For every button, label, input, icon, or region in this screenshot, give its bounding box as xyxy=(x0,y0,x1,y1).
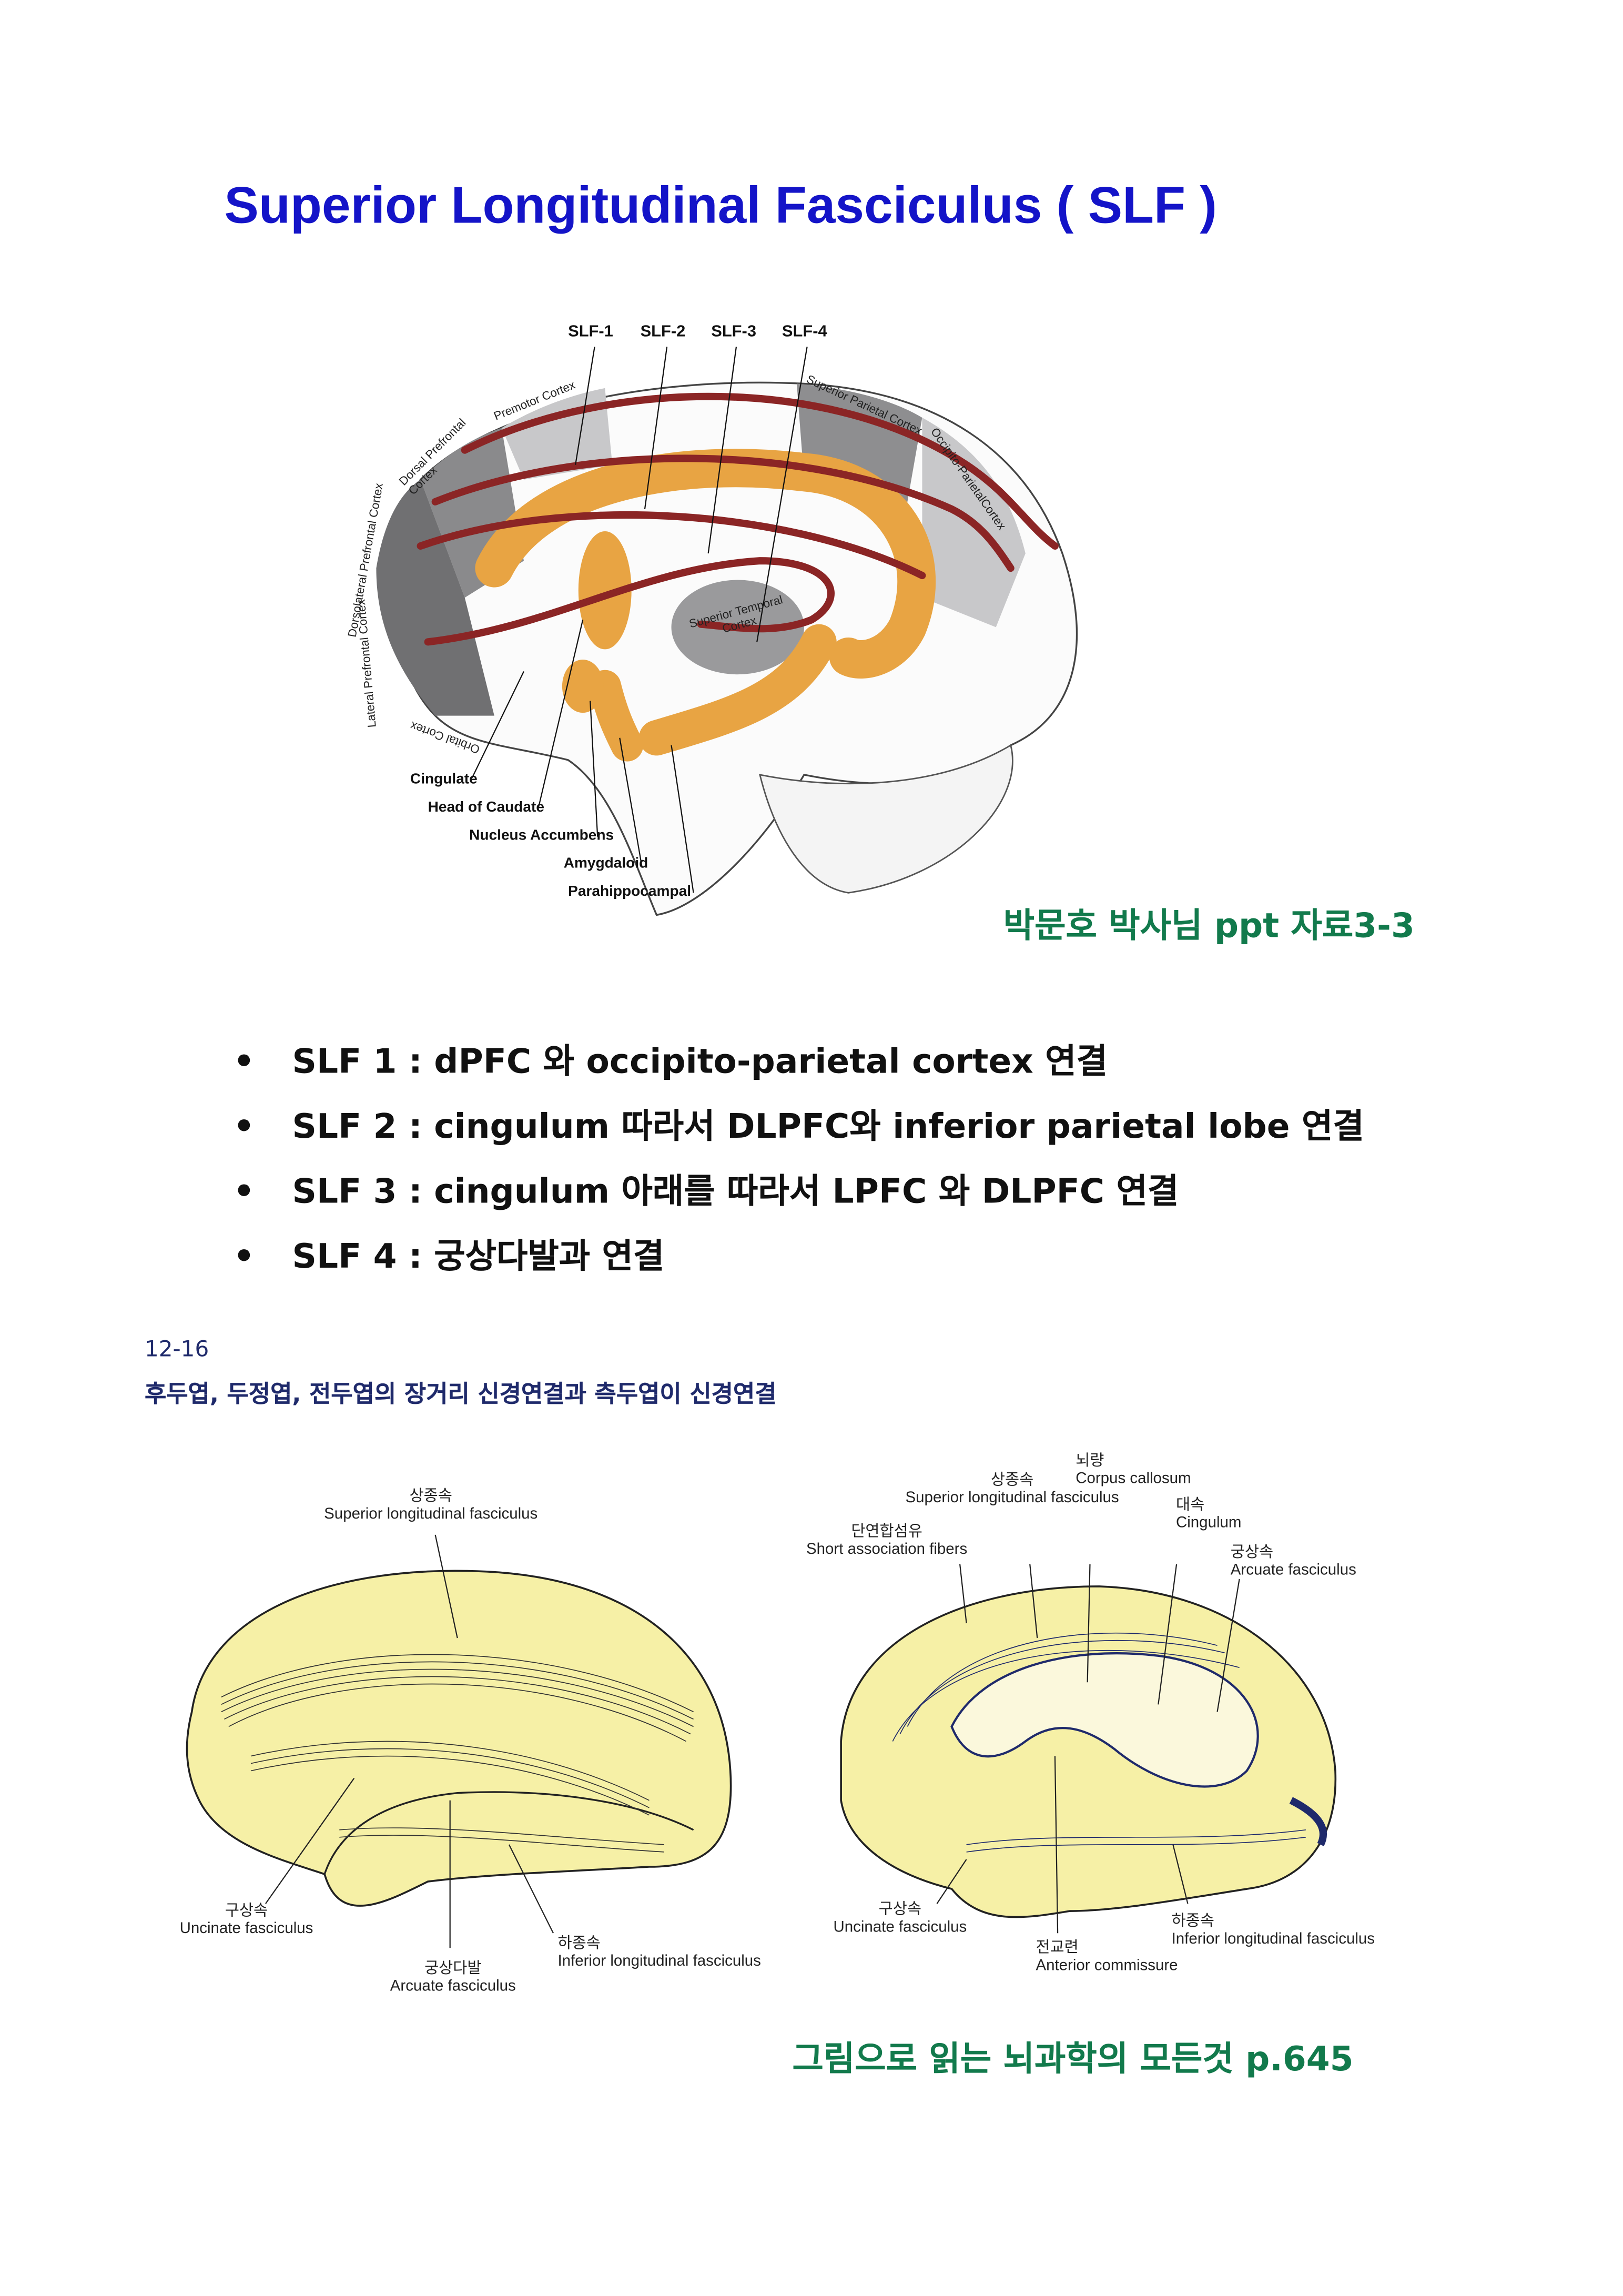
label-en: Arcuate fasciculus xyxy=(1230,1561,1356,1580)
page-title: Superior Longitudinal Fasciculus ( SLF ) xyxy=(224,177,1218,235)
figure-caption: 후두엽, 두정엽, 전두엽의 장거리 신경연결과 측두엽이 신경연결 xyxy=(144,1380,777,1408)
label-ko: 대속 xyxy=(1175,1496,1205,1514)
brain-medial-tracts-illustration xyxy=(840,1564,1337,1934)
cingulate-label: Cingulate xyxy=(410,772,478,788)
caudate-label: Head of Caudate xyxy=(428,800,544,816)
bullet-text: SLF 3 : cingulum 아래를 따라서 LPFC 와 DLPFC 연결 xyxy=(292,1173,1179,1212)
parahippocampal-label: Parahippocampal xyxy=(568,884,691,901)
label-ko: 궁상다발 xyxy=(424,1959,482,1978)
bullet-marker: • xyxy=(233,1173,255,1212)
label-en: Inferior longitudinal fasciculus xyxy=(557,1952,761,1970)
top-figure-source: 박문호 박사님 ppt 자료3-3 xyxy=(1003,907,1415,946)
label-ko: 구상속 xyxy=(225,1902,268,1920)
bullet-text: SLF 1 : dPFC 와 occipito-parietal cortex … xyxy=(292,1043,1108,1082)
label-ko: 하종속 xyxy=(1171,1912,1214,1930)
label-ko: 전교련 xyxy=(1036,1939,1079,1957)
label-ko: 구상속 xyxy=(878,1900,921,1919)
slf-1-label: SLF-1 xyxy=(568,323,613,341)
bullet-item: • SLF 3 : cingulum 아래를 따라서 LPFC 와 DLPFC 연… xyxy=(233,1163,1179,1213)
bullet-item: • SLF 4 : 궁상다발과 연결 xyxy=(233,1228,664,1278)
label-en: Arcuate fasciculus xyxy=(390,1977,516,1996)
label-ko: 뇌량 xyxy=(1076,1452,1104,1470)
label-en: Uncinate fasciculus xyxy=(179,1920,313,1938)
slf-3-label: SLF-3 xyxy=(711,323,756,341)
bottom-figure-source: 그림으로 읽는 뇌과학의 모든것 p.645 xyxy=(792,2041,1354,2079)
label-en: Uncinate fasciculus xyxy=(833,1918,967,1936)
amygdaloid-label: Amygdaloid xyxy=(563,856,648,873)
label-en: Short association fibers xyxy=(806,1541,968,1559)
bullet-marker: • xyxy=(233,1043,255,1082)
bullet-item: • SLF 2 : cingulum 따라서 DLPFC와 inferior pa… xyxy=(233,1098,1364,1148)
accumbens-label: Nucleus Accumbens xyxy=(469,827,614,844)
label-en: Cingulum xyxy=(1175,1514,1242,1532)
bullet-marker: • xyxy=(233,1108,255,1147)
label-en: Inferior longitudinal fasciculus xyxy=(1171,1930,1375,1948)
label-ko: 단연합섬유 xyxy=(851,1523,922,1541)
bullet-item: • SLF 1 : dPFC 와 occipito-parietal cortex… xyxy=(233,1033,1108,1083)
label-ko: 상종속 xyxy=(990,1471,1034,1489)
label-en: Superior longitudinal fasciculus xyxy=(324,1505,538,1523)
label-en: Anterior commissure xyxy=(1036,1957,1178,1975)
label-ko: 상종속 xyxy=(409,1487,452,1505)
brain-lateral-tracts-illustration xyxy=(186,1534,732,1948)
bullet-text: SLF 4 : 궁상다발과 연결 xyxy=(292,1238,665,1277)
label-ko: 궁상속 xyxy=(1230,1543,1274,1562)
bullet-text: SLF 2 : cingulum 따라서 DLPFC와 inferior par… xyxy=(292,1108,1364,1147)
bullet-marker: • xyxy=(233,1238,255,1277)
slf-2-label: SLF-2 xyxy=(640,323,686,341)
label-en: Corpus callosum xyxy=(1076,1470,1191,1488)
figure-number: 12-16 xyxy=(144,1335,209,1362)
label-en: Superior longitudinal fasciculus xyxy=(905,1489,1119,1507)
slf-diagram: SLF-1 SLF-2 SLF-3 SLF-4 Premotor Cortex … xyxy=(317,302,1084,922)
brain-lateral-illustration xyxy=(376,347,1078,916)
slf-4-label: SLF-4 xyxy=(782,323,827,341)
label-ko: 하종속 xyxy=(557,1935,601,1953)
